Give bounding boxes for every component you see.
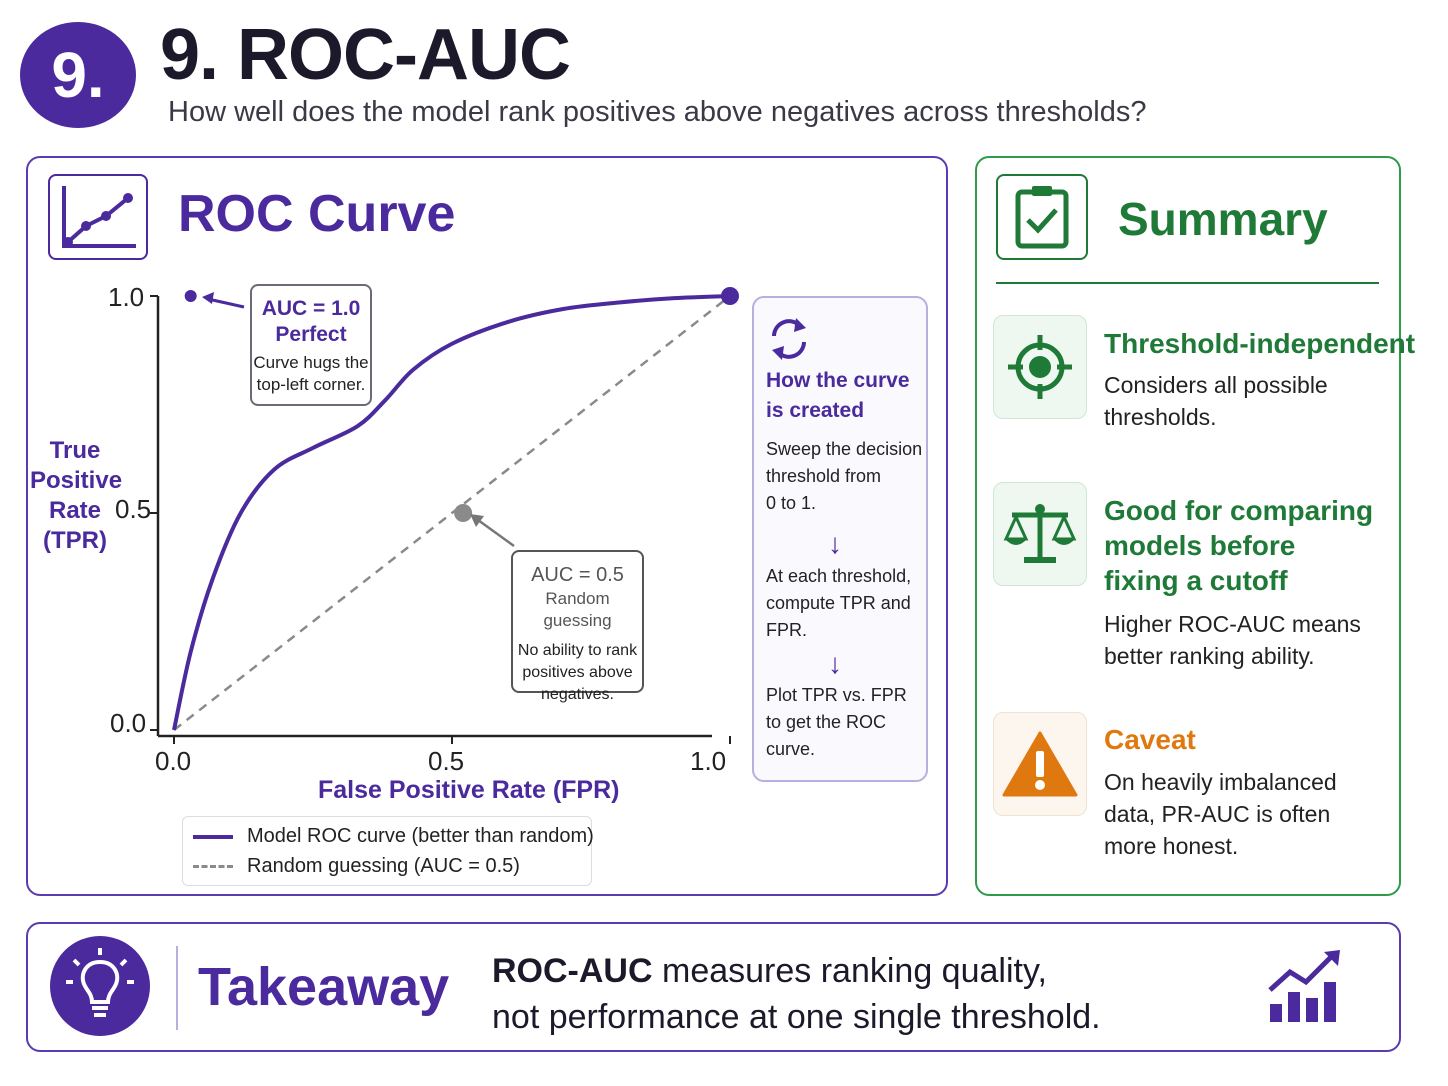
takeaway-divider [176, 946, 178, 1030]
chart-legend: Model ROC curve (better than random) Ran… [182, 816, 594, 886]
random-point [454, 504, 473, 522]
legend-swatch [193, 834, 233, 839]
summary-item-title: Threshold-independent [1104, 328, 1416, 359]
roc-curve-heading: ROC Curve [178, 185, 456, 243]
x-tick-label: 1.0 [690, 746, 727, 776]
y-tick-label: 1.0 [108, 282, 145, 312]
how-step-1: Sweep the decision threshold from 0 to 1… [766, 439, 923, 513]
how-step-3: Plot TPR vs. FPR to get the ROC curve. [766, 685, 907, 759]
section-number-badge: 9. [20, 22, 136, 128]
takeaway-panel [26, 922, 1401, 1052]
roc-curve-panel [26, 156, 948, 896]
bar-chart-growth-icon [1268, 950, 1340, 1022]
takeaway-text: ROC-AUC measures ranking quality, not pe… [492, 952, 1101, 1036]
y-tick-label: 0.5 [115, 494, 152, 524]
y-axis-label: True Positive Rate (TPR) [30, 437, 123, 554]
endpoint [721, 287, 739, 305]
summary-item-desc: On heavily imbalanced data, PR-AUC is of… [1104, 769, 1337, 859]
summary-item-title: Good for comparing models before fixing … [1104, 495, 1374, 596]
y-tick-label: 0.0 [110, 708, 147, 738]
legend-item-random: Random guessing (AUC = 0.5) [193, 855, 520, 878]
clipboard-check-icon [996, 174, 1088, 260]
legend-swatch [193, 865, 233, 868]
callout-arrow [207, 297, 245, 309]
how-curve-created-title: How the curve is created [766, 369, 910, 422]
how-curve-created-panel [752, 296, 928, 782]
takeaway-label: Takeaway [198, 957, 450, 1017]
perfect-point [184, 290, 197, 302]
down-arrow-icon: ↓ [828, 648, 842, 679]
model-roc-curve [172, 294, 731, 731]
summary-heading: Summary [1118, 193, 1328, 245]
x-axis-label: False Positive Rate (FPR) [318, 776, 620, 804]
line-chart-icon [48, 174, 148, 260]
legend-item-model: Model ROC curve (better than random) [193, 825, 594, 848]
callout-arrow [477, 518, 515, 548]
arrow-head [202, 292, 214, 304]
target-icon [993, 315, 1087, 419]
summary-item-title: Caveat [1104, 724, 1196, 755]
perfect-auc-callout: AUC = 1.0 Perfect Curve hugs the top-lef… [250, 284, 372, 406]
summary-item-desc: Higher ROC-AUC means better ranking abil… [1104, 611, 1361, 669]
page-subtitle: How well does the model rank positives a… [168, 96, 1147, 128]
summary-divider [996, 282, 1379, 284]
x-tick-label: 0.0 [155, 746, 192, 776]
random-auc-callout: AUC = 0.5 Random guessing No ability to … [511, 550, 644, 703]
roc-chart [150, 287, 739, 744]
x-tick-label: 0.5 [428, 746, 465, 776]
summary-item-desc: Considers all possible thresholds. [1104, 372, 1328, 430]
page-title: 9. ROC-AUC [160, 15, 571, 95]
refresh-cycle-icon [772, 318, 806, 360]
balance-scale-icon [993, 482, 1087, 586]
down-arrow-icon: ↓ [828, 528, 842, 559]
warning-icon [993, 712, 1087, 816]
how-step-2: At each threshold, compute TPR and FPR. [766, 566, 912, 640]
lightbulb-icon [50, 936, 150, 1036]
arrow-head [470, 514, 484, 527]
random-guessing-line [173, 295, 731, 731]
summary-panel [975, 156, 1401, 896]
